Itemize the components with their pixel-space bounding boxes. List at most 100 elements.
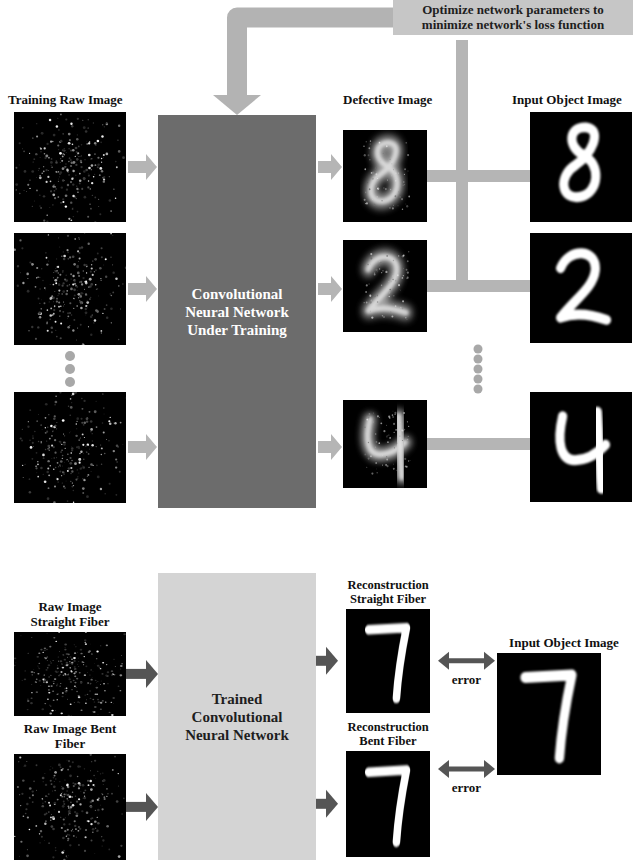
image-panel: Raw Image Straight Fiber (14, 600, 126, 716)
speckle-dot (83, 177, 86, 180)
speckle-dot (74, 675, 76, 677)
noise-dot (392, 279, 394, 281)
speckle-dot (53, 802, 56, 805)
speckle-dot (55, 847, 57, 848)
noise-dot (395, 173, 396, 174)
speckle-dot (48, 449, 50, 451)
speckle-dot (73, 501, 74, 502)
speckle-dot (47, 448, 49, 450)
speckle-dot (90, 643, 92, 645)
speckle-dot (85, 314, 87, 316)
speckle-dot (56, 171, 58, 173)
speckle-dot (62, 787, 65, 790)
speckle-dot (60, 337, 62, 339)
speckle-dot (52, 659, 54, 661)
noise-dot (395, 280, 397, 282)
speckle-dot (78, 155, 80, 157)
speckle-dot (49, 704, 50, 706)
speckle-dot (105, 674, 107, 676)
speckle-dot (15, 662, 16, 664)
speckle-dot (41, 172, 43, 174)
speckle-dot (54, 781, 55, 782)
speckle-dot (62, 805, 65, 808)
speckle-dot (83, 178, 85, 180)
speckle-dot (45, 820, 47, 822)
digit-stroke (371, 143, 397, 201)
speckle-dot (69, 312, 71, 314)
speckle-dot (103, 178, 105, 180)
noise-dot (407, 260, 409, 262)
speckle-dot (93, 322, 95, 324)
noise-dot (398, 255, 399, 256)
speckle-dot (51, 458, 53, 460)
speckle-dot (62, 167, 65, 170)
speckle-dot (52, 141, 54, 142)
speckle-dot (27, 816, 29, 818)
speckle-dot (98, 797, 100, 798)
speckle-dot (86, 304, 88, 306)
speckle-dot (81, 810, 83, 812)
speckle-dot (63, 800, 65, 802)
noise-dot (375, 167, 376, 169)
speckle-dot (44, 480, 47, 483)
speckle-dot (64, 649, 66, 651)
speckle-dot (52, 431, 54, 433)
speckle-dot (93, 122, 94, 123)
speckle-dot (40, 684, 41, 686)
speckle-dot (119, 471, 121, 473)
speckle-dot (73, 660, 75, 662)
speckle-dot (58, 171, 59, 172)
speckle-dot (48, 261, 49, 262)
noise-dot (388, 281, 389, 282)
speckle-dot (61, 796, 63, 798)
speckle-dot (83, 344, 85, 345)
image-heading: Input Object Image (495, 636, 633, 651)
speckle-dot (92, 699, 94, 700)
speckle-dot (29, 829, 31, 831)
speckle-dot (22, 680, 23, 682)
speckle-dot (100, 773, 101, 774)
digit-stroke (368, 257, 406, 313)
speckle-dot (73, 298, 74, 299)
speckle-dot (47, 468, 49, 470)
speckle-dot (75, 280, 77, 282)
connector-arrow (126, 660, 158, 688)
speckle-dot (120, 308, 122, 310)
noise-dot (381, 285, 383, 287)
speckle-dot (104, 126, 105, 127)
speckle-dot (29, 439, 31, 440)
speckle-dot (26, 854, 29, 857)
speckle-dot (71, 178, 73, 180)
noise-dot (386, 436, 388, 438)
speckle-dot (115, 198, 117, 199)
speckle-dot (84, 642, 86, 643)
speckle-dot (103, 180, 105, 182)
noise-dot (394, 447, 395, 448)
speckle-dot (120, 422, 122, 424)
speckle-dot (66, 784, 68, 786)
noise-dot (409, 460, 411, 462)
speckle-dot (68, 258, 69, 259)
speckle-dot (23, 190, 24, 191)
speckle-dot (28, 421, 29, 422)
speckle-dot (72, 144, 74, 146)
speckle-dot (87, 307, 88, 308)
speckle-dot (25, 191, 27, 193)
speckle-dot (94, 197, 96, 199)
image-ground (343, 400, 427, 488)
speckle-dot (56, 478, 58, 480)
image-ground (530, 112, 632, 222)
speckle-dot (73, 657, 76, 659)
speckle-dot (55, 282, 57, 284)
speckle-dot (74, 462, 77, 465)
noise-dot (379, 268, 380, 269)
speckle-dot (62, 458, 63, 459)
flow-arrow (318, 434, 342, 460)
speckle-dot (76, 158, 79, 160)
speckle-dot (42, 652, 44, 653)
speckle-dot (73, 835, 75, 837)
speckle-dot (118, 685, 120, 686)
noise-dot (376, 441, 378, 443)
speckle-dot (102, 313, 103, 314)
speckle-dot (66, 855, 67, 856)
